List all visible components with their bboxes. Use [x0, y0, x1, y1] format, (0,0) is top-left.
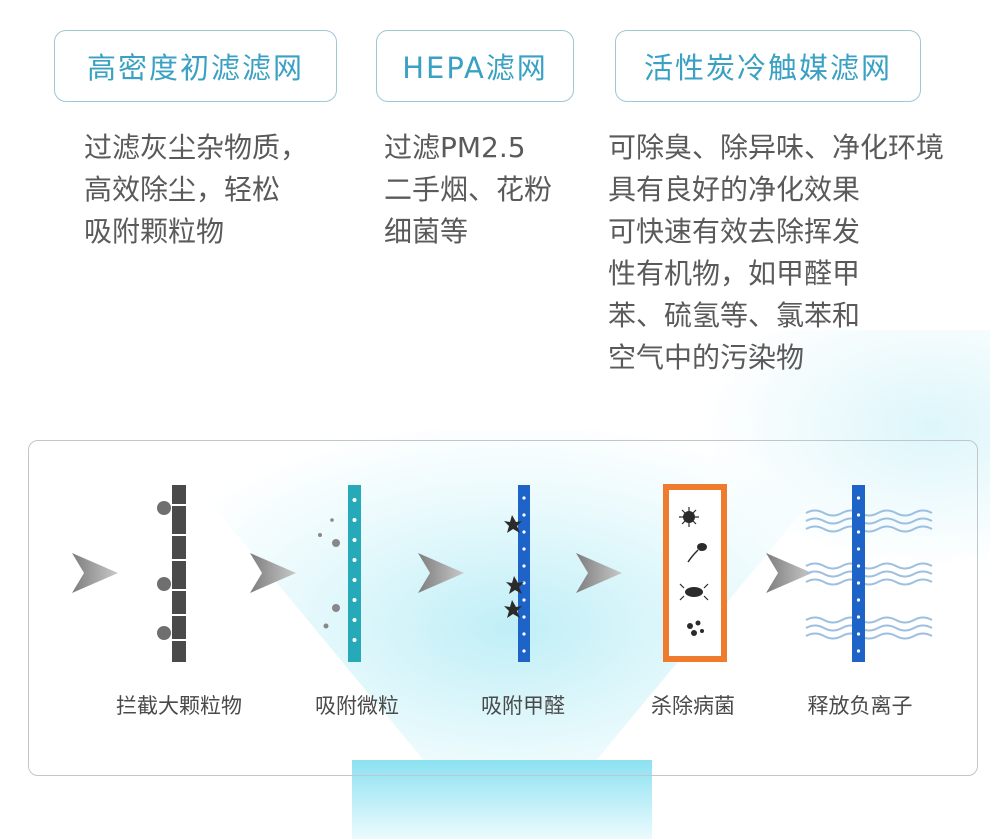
stage-label-ion: 释放负离子	[807, 694, 913, 718]
arrow-icon	[250, 553, 296, 593]
stage-label-sterilize: 杀除病菌	[651, 694, 735, 718]
desc-line: 苯、硫氢等、氯苯和	[608, 299, 861, 332]
desc-line: 具有良好的净化效果	[608, 173, 861, 206]
filter-desc-carbon: 可除臭、除异味、净化环境 具有良好的净化效果 可快速有效去除挥发 性有机物，如甲…	[608, 127, 944, 379]
desc-line: 吸附颗粒物	[84, 215, 225, 248]
sterilize-filter-icon	[663, 484, 727, 662]
filter-title-hepa: HEPA滤网	[376, 30, 574, 102]
filtration-stages-panel	[28, 440, 978, 776]
arrow-icon	[72, 553, 118, 593]
desc-line: 可快速有效去除挥发	[608, 215, 861, 248]
desc-line: 过滤PM2.5	[384, 131, 526, 164]
desc-line: 过滤灰尘杂物质，	[84, 131, 309, 164]
stage-label-carbon: 吸附甲醛	[481, 694, 565, 718]
stage-label-hepa: 吸附微粒	[315, 694, 399, 718]
desc-line: 空气中的污染物	[608, 341, 805, 374]
desc-line: 可除臭、除异味、净化环境	[608, 131, 945, 164]
ion-filter-icon	[805, 485, 933, 662]
arrow-icon	[766, 553, 812, 593]
filter-title-carbon: 活性炭冷触媒滤网	[615, 30, 921, 102]
desc-line: 二手烟、花粉	[384, 173, 553, 206]
desc-line: 性有机物，如甲醛甲	[608, 257, 861, 290]
filter-desc-coarse: 过滤灰尘杂物质， 高效除尘，轻松 吸附颗粒物	[84, 127, 308, 253]
arrow-icon	[418, 553, 464, 593]
filter-desc-hepa: 过滤PM2.5 二手烟、花粉 细菌等	[384, 127, 552, 253]
desc-line: 高效除尘，轻松	[84, 173, 281, 206]
hepa-filter-icon	[318, 485, 361, 662]
desc-line: 细菌等	[384, 215, 469, 248]
filter-title-coarse: 高密度初滤滤网	[54, 30, 337, 102]
stage-label-coarse: 拦截大颗粒物	[116, 694, 242, 718]
carbon-filter-icon	[504, 485, 530, 662]
coarse-filter-icon	[157, 485, 186, 662]
arrow-icon	[576, 553, 622, 593]
